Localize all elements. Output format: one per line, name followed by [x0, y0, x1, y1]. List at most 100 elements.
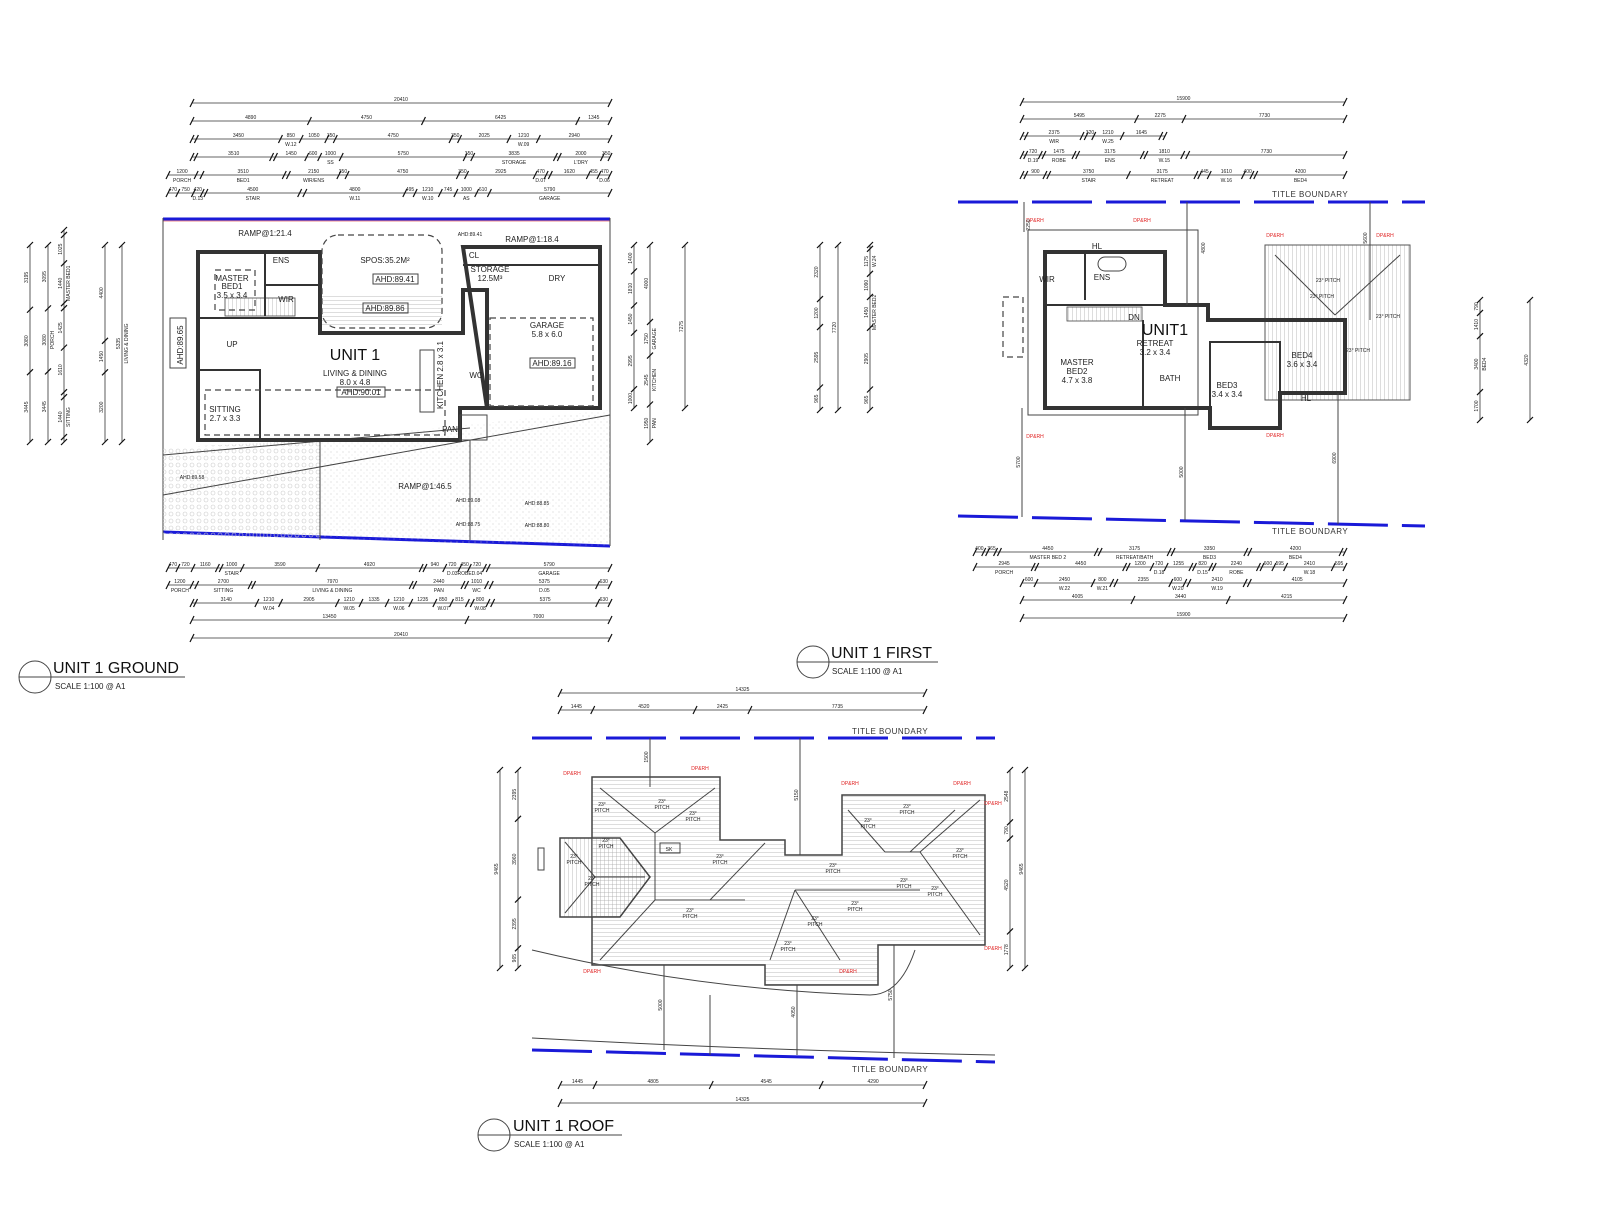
dimension-value: 1000 — [461, 187, 472, 193]
roof-vent — [537, 847, 545, 871]
dimension-tick — [708, 1080, 714, 1090]
dimension-value: 1410 — [1474, 319, 1480, 330]
dimension-tick — [455, 170, 461, 180]
dimension-tick — [60, 231, 68, 239]
room-label-master: MASTER — [1060, 358, 1094, 367]
pitch-word: PITCH — [897, 884, 912, 890]
dimension-tick — [190, 563, 196, 573]
ahd-living: AHD:90.01 — [341, 388, 381, 397]
dimension-sublabel: STAIR — [225, 571, 240, 577]
dimension-tick — [1243, 547, 1249, 557]
dimension-value: 1000 — [628, 393, 634, 404]
dimension-tick — [344, 170, 350, 180]
dimension-tick — [532, 170, 538, 180]
ahd-level: AHD:89.08 — [456, 498, 481, 504]
dimension-tick — [422, 563, 428, 573]
ground-dimension-row-bottom: 20410 — [189, 632, 613, 643]
dimension-tick — [1188, 562, 1194, 572]
dimension-tick — [44, 438, 52, 446]
dimension-value: 1210 — [263, 597, 274, 603]
dimension-value: 365 — [987, 546, 996, 552]
pitch-angle: 23° — [900, 878, 908, 884]
dimension-value: 1210 — [1102, 130, 1113, 136]
bed-outline — [214, 269, 256, 311]
dimension-value: 13450 — [323, 614, 337, 620]
dimension-tick — [486, 188, 492, 198]
first-floor-plan: TITLE BOUNDARY TITLE BOUNDARY UNIT1 RETR… — [796, 190, 1426, 679]
dimension-sublabel: W.25 — [1102, 139, 1114, 145]
dimension-value: 3080 — [24, 335, 30, 346]
setback-dim: 6900 — [1332, 452, 1338, 463]
dimension-value: 9465 — [1019, 863, 1025, 874]
dimension-value: 4750 — [397, 169, 408, 175]
dimension-value: 3175 — [1129, 546, 1140, 552]
dimension-tick — [199, 188, 205, 198]
dimension-tick — [993, 547, 999, 557]
dimension-value: 420 — [194, 187, 203, 193]
pitch-angle: 23° — [784, 941, 792, 947]
room-size-bed3: 3.4 x 3.4 — [1212, 390, 1243, 399]
room-size-sitting: 2.7 x 3.3 — [210, 414, 241, 423]
dimension-tick — [1330, 562, 1336, 572]
dimension-value: 1450 — [286, 151, 297, 157]
dimension-tick — [332, 134, 338, 144]
dimension-tick — [118, 438, 126, 446]
dimension-tick — [432, 598, 438, 608]
dimension-value: 320 — [1086, 130, 1095, 136]
dimension-tick — [189, 580, 195, 590]
dimension-tick — [60, 299, 68, 307]
dimension-tick — [646, 401, 654, 408]
driveway-area — [320, 410, 610, 546]
dimension-sublabel: W.16 — [1221, 178, 1233, 184]
roof-pitch-label: 23° PITCH — [1376, 314, 1400, 320]
dimension-value: 600 — [1025, 577, 1034, 583]
dimension-value: 1160 — [200, 562, 211, 568]
dimension-tick — [469, 598, 475, 608]
downpipe-label: DP&RH — [953, 781, 971, 787]
dimension-tick — [483, 580, 490, 590]
dimension-value: 1025 — [58, 243, 64, 254]
dimension-sublabel: RETREAT — [1151, 178, 1174, 184]
dimension-tick — [175, 563, 181, 573]
downpipe-label: DP&RH — [691, 766, 709, 772]
dimension-value: 15900 — [1177, 612, 1191, 618]
pitch-word: PITCH — [585, 882, 600, 888]
dimension-value: 350 — [465, 151, 474, 157]
dimension-tick — [556, 152, 562, 162]
dimension-tick — [866, 386, 874, 393]
title-boundary-label: TITLE BOUNDARY — [852, 1065, 928, 1074]
dimension-value: 1440 — [58, 277, 64, 288]
setback-dim: 4050 — [791, 1006, 797, 1017]
dimension-sublabel: BED1 — [237, 178, 250, 184]
dimension-tick — [646, 438, 654, 446]
room-label-garage: GARAGE — [530, 321, 564, 330]
dimension-tick — [1119, 131, 1125, 141]
dimension-value: 630 — [600, 579, 609, 585]
room-label-kitchen: KITCHEN 2.8 x 3.1 — [436, 340, 445, 409]
interior-wall — [1209, 341, 1281, 408]
dimension-tick — [269, 152, 275, 162]
ramp-label: RAMP@1:46.5 — [398, 482, 452, 491]
dimension-tick — [462, 152, 468, 162]
dimension-tick — [1197, 170, 1203, 180]
dimension-tick — [1019, 595, 1025, 605]
dimension-tick — [457, 563, 463, 573]
title-boundary-label: TITLE BOUNDARY — [1272, 527, 1348, 536]
dimension-value: 2355 — [1138, 577, 1149, 583]
dimension-tick — [922, 1080, 928, 1090]
setback-dim: 5600 — [1363, 232, 1369, 243]
dimension-value: 1645 — [1136, 130, 1147, 136]
dimension-value: 1175 — [864, 256, 870, 267]
bath-tub — [1097, 256, 1127, 272]
dimension-value: 3175 — [1157, 169, 1168, 175]
dimension-tick — [218, 563, 224, 573]
dimension-tick — [317, 152, 323, 162]
dimension-value: 1200 — [174, 579, 185, 585]
drawing-title-roof: UNIT 1 ROOF — [513, 1118, 614, 1135]
ahd-porch: AHD:89.65 — [176, 325, 185, 365]
dimension-value: 7970 — [327, 579, 338, 585]
